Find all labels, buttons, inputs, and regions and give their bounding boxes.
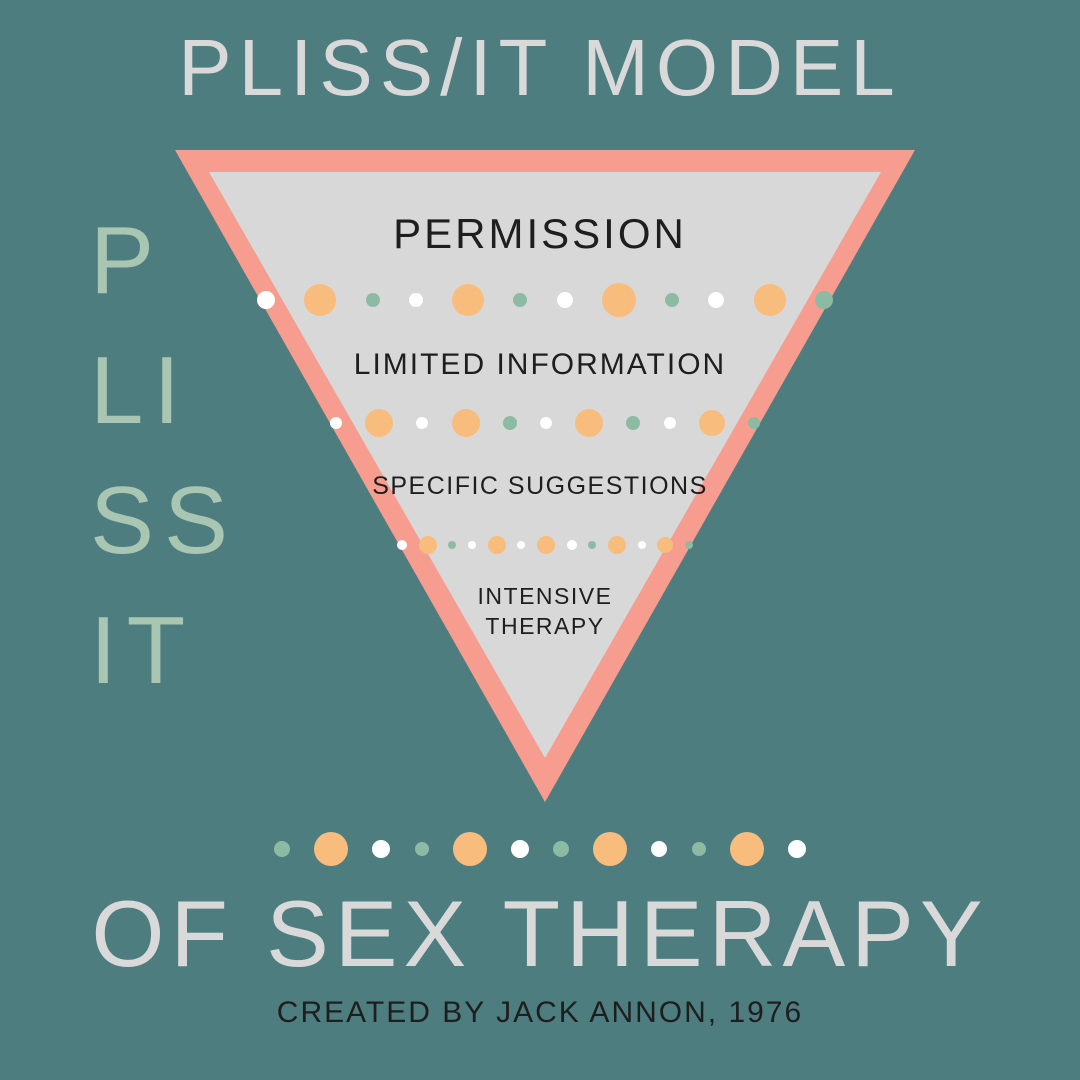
orange-dot [304,284,337,316]
white-dot [467,541,476,549]
white-dot [637,541,646,549]
orange-dot [418,536,437,554]
green-dot [365,293,380,307]
white-dot [651,841,668,857]
green-dot [747,417,760,429]
white-dot [517,541,526,549]
white-dot [330,417,342,429]
credit-line: CREATED BY JACK ANNON, 1976 [276,996,804,1029]
orange-dot [536,536,555,554]
pyramid-level-specific-suggestions: SPECIFIC SUGGESTIONS [372,472,708,500]
orange-dot [607,536,626,554]
green-dot [665,293,680,307]
orange-dot [575,409,604,437]
white-dot [408,293,423,307]
green-dot [502,416,517,430]
white-dot [510,840,529,858]
acronym-letter-ss: SS [90,467,239,574]
white-dot [539,417,552,429]
dot-row-4 [274,831,806,867]
pyramid-level-permission: PERMISSION [393,210,687,257]
orange-dot [314,832,349,866]
acronym-letter-p: P [90,207,165,314]
dot-row-3 [397,535,693,555]
green-dot [448,541,457,549]
orange-dot [657,537,674,553]
orange-dot [487,536,506,554]
white-dot [566,540,577,550]
pyramid-fill [209,172,881,758]
orange-dot [451,409,480,437]
acronym-letter-li: LI [90,337,191,444]
pyramid-level-limited-information: LIMITED INFORMATION [353,348,727,381]
green-dot [414,842,429,856]
page-title: PLISS/IT MODEL [178,23,902,112]
white-dot [416,417,429,429]
orange-dot [698,410,725,436]
green-dot [691,842,706,856]
white-dot [397,540,407,550]
orange-dot [452,832,487,866]
orange-dot [601,283,636,317]
dot-row-2 [330,408,760,438]
orange-dot [753,284,786,316]
subtitle: OF SEX THERAPY [91,881,989,986]
dot-row-1 [257,283,833,317]
green-dot [513,293,528,307]
green-dot [814,291,833,309]
green-dot [553,841,570,857]
orange-dot [452,284,485,316]
white-dot [372,840,391,858]
green-dot [684,541,693,549]
white-dot [708,292,725,308]
green-dot [626,416,641,430]
white-dot [257,291,275,309]
vertical-acronym: P LI SS IT [90,196,230,716]
green-dot [588,541,597,549]
orange-dot [729,832,764,866]
pyramid-level-intensive-therapy: INTENSIVE THERAPY [477,583,613,639]
white-dot [556,292,573,308]
white-dot [787,840,806,858]
green-dot [274,841,290,857]
white-dot [663,417,676,429]
orange-dot [365,409,394,437]
acronym-letter-it: IT [90,597,196,704]
orange-dot [593,832,628,866]
